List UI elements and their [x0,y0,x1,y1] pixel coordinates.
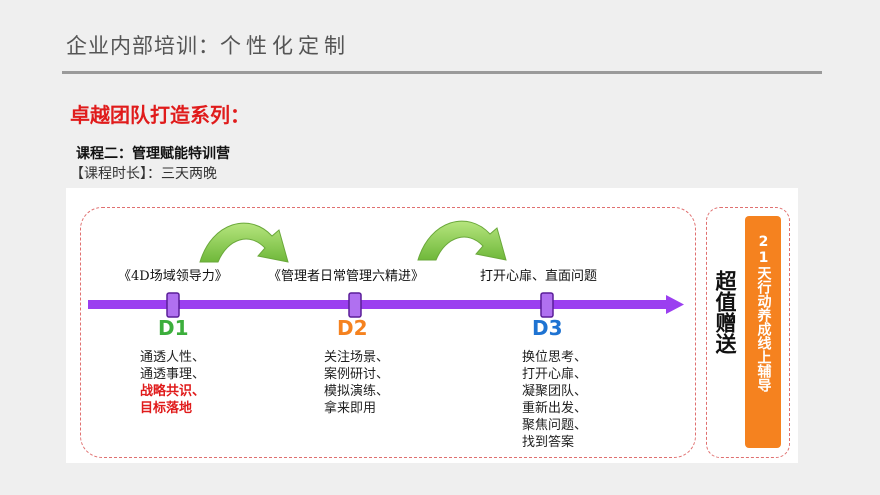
course-name: 课程二：管理赋能特训营 [76,146,230,162]
title-divider [62,71,822,74]
bonus-badge [745,216,781,448]
day-marker [348,292,362,318]
bonus-frame [706,207,790,458]
day-topic-list: 换位思考、打开心扉、凝聚团队、重新出发、聚焦问题、找到答案 [522,349,587,451]
topic-item: 战略共识、 [140,384,206,399]
page-title-accent: 个性化定制 [220,34,350,58]
timeline-arrowhead-icon [666,295,684,314]
day-topic-list: 通透人性、通透事理、战略共识、目标落地 [140,349,205,417]
module-title: 打开心扉、直面问题 [480,269,598,284]
timeline-frame [80,207,696,458]
progress-arrow-icon [417,220,507,261]
topic-item: 关注场景、 [324,350,390,365]
day-topic-list: 关注场景、案例研讨、模拟演练、拿来即用 [324,349,389,417]
topic-item: 目标落地 [140,401,193,416]
day-marker [540,292,554,318]
module-title: 《管理者日常管理六精进》 [268,269,425,284]
timeline-bar [88,300,666,309]
series-title: 卓越团队打造系列： [70,103,250,127]
day-label: D2 [337,316,368,340]
topic-item: 换位思考、 [522,350,588,365]
topic-item: 重新出发、 [522,401,588,416]
topic-item: 找到答案 [522,435,575,450]
topic-item: 拿来即用 [324,401,377,416]
module-title: 《4D场域领导力》 [118,269,228,284]
page-title: 企业内部培训：个性化定制 [66,30,350,60]
bonus-label: 超值赠送 [713,270,737,354]
topic-item: 打开心扉、 [522,367,588,382]
topic-item: 聚焦问题、 [522,418,588,433]
topic-item: 模拟演练、 [324,384,390,399]
topic-item: 案例研讨、 [324,367,390,382]
topic-item: 通透人性、 [140,350,206,365]
progress-arrow-icon [199,222,289,263]
page-title-main: 企业内部培训： [66,34,220,58]
day-label: D3 [532,316,563,340]
course-duration: 【课程时长】：三天两晚 [70,166,217,182]
topic-item: 凝聚团队、 [522,384,588,399]
content-panel [66,188,798,463]
day-marker [166,292,180,318]
bonus-badge-text: 21天行动养成线上辅导 [755,234,772,392]
topic-item: 通透事理、 [140,367,206,382]
day-label: D1 [158,316,189,340]
